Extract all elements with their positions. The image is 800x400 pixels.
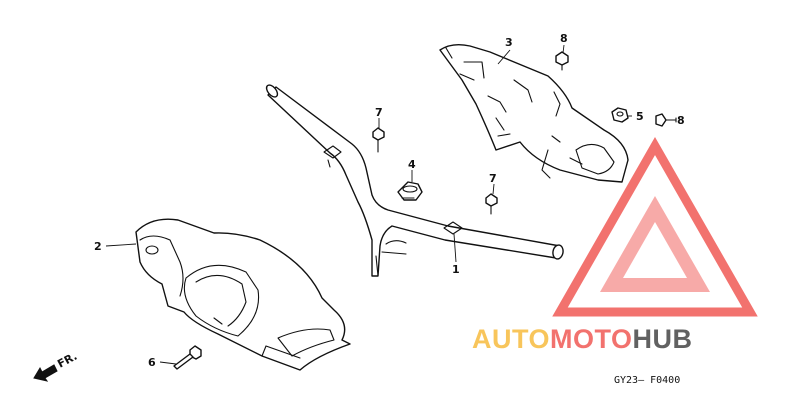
bolt-8-top (555, 51, 569, 71)
callout-labels: 1 2 3 4 5 6 7 7 8 8 (94, 32, 685, 369)
watermark-text: AUTOMOTOHUB (472, 324, 693, 354)
leader-lines (105, 44, 674, 365)
callout-7-lower: 7 (489, 172, 497, 185)
screw-7-lower (485, 193, 498, 215)
triangle-logo-icon (552, 136, 758, 317)
callout-4: 4 (408, 158, 416, 171)
callout-8-top: 8 (560, 32, 568, 45)
callout-6: 6 (148, 356, 156, 369)
callout-1: 1 (452, 263, 460, 276)
handlebar-pipe (265, 84, 564, 277)
nut (611, 107, 629, 123)
front-direction-indicator: FR. (33, 350, 79, 382)
rear-handle-cover (439, 43, 629, 183)
callout-2: 2 (94, 240, 102, 253)
grommet (397, 181, 423, 201)
screw-7-upper (372, 127, 385, 153)
figure-code: GY23— F0400 (614, 375, 680, 386)
handle-cover (135, 218, 351, 371)
bolt-6 (173, 345, 202, 370)
watermark-logo: AUTOMOTOHUB (472, 136, 758, 354)
callout-3: 3 (505, 36, 513, 49)
callout-8-right: 8 (677, 114, 685, 127)
callout-5: 5 (636, 110, 644, 123)
direction-label: FR. (55, 350, 79, 371)
direction-arrow-icon (33, 364, 58, 382)
callout-7-upper: 7 (375, 106, 383, 119)
